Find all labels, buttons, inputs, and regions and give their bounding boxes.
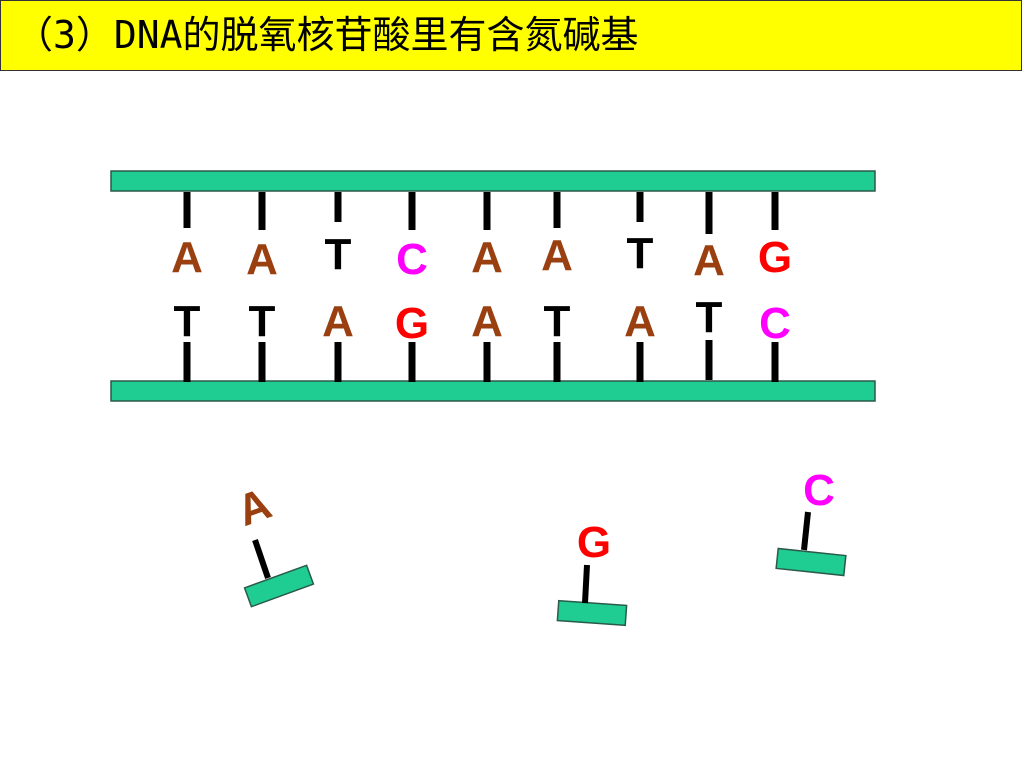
bottom-base: A: [471, 297, 503, 346]
top-base: T: [627, 229, 654, 278]
bottom-base: C: [759, 299, 791, 348]
top-base: A: [471, 233, 503, 282]
top-base: A: [246, 235, 278, 284]
base-pair: AT: [693, 192, 725, 380]
page-title: （3）DNA的脱氧核苷酸里有含氮碱基: [15, 13, 639, 57]
bond: [252, 539, 271, 579]
bond: [582, 564, 590, 604]
backbone-bottom: [110, 380, 876, 402]
bottom-base: T: [174, 297, 201, 346]
bottom-base: A: [322, 297, 354, 346]
free-nucleotides: A G C: [231, 466, 847, 627]
base-pair: TA: [322, 192, 354, 382]
bottom-base: T: [544, 297, 571, 346]
bottom-base: A: [624, 297, 656, 346]
base-pair: AT: [171, 192, 203, 382]
base-pair: CG: [395, 192, 429, 382]
free-nucleotide: G: [556, 518, 628, 627]
top-base: G: [758, 233, 792, 282]
top-base: C: [396, 235, 428, 284]
top-base: A: [541, 231, 573, 280]
base-pair: AT: [246, 192, 278, 382]
free-base: G: [577, 518, 611, 567]
top-base: A: [171, 233, 203, 282]
top-base: A: [693, 236, 725, 285]
bottom-base: T: [249, 297, 276, 346]
sugar-block: [243, 564, 315, 608]
free-base: C: [803, 466, 835, 515]
free-nucleotide: A: [231, 479, 315, 608]
free-nucleotide: C: [775, 466, 847, 577]
bottom-base: T: [696, 293, 723, 342]
bond: [801, 511, 811, 551]
base-pair: AT: [541, 192, 573, 382]
title-bar: （3）DNA的脱氧核苷酸里有含氮碱基: [0, 0, 1022, 71]
top-base: T: [325, 230, 352, 279]
base-pair: TA: [624, 192, 656, 382]
sugar-block: [556, 599, 628, 627]
dna-backbones: [110, 170, 876, 402]
backbone-top: [110, 170, 876, 192]
base-pair: AA: [471, 192, 503, 382]
free-base: A: [231, 479, 278, 536]
base-pair: GC: [758, 192, 792, 382]
sugar-block: [775, 547, 847, 577]
bottom-base: G: [395, 299, 429, 348]
